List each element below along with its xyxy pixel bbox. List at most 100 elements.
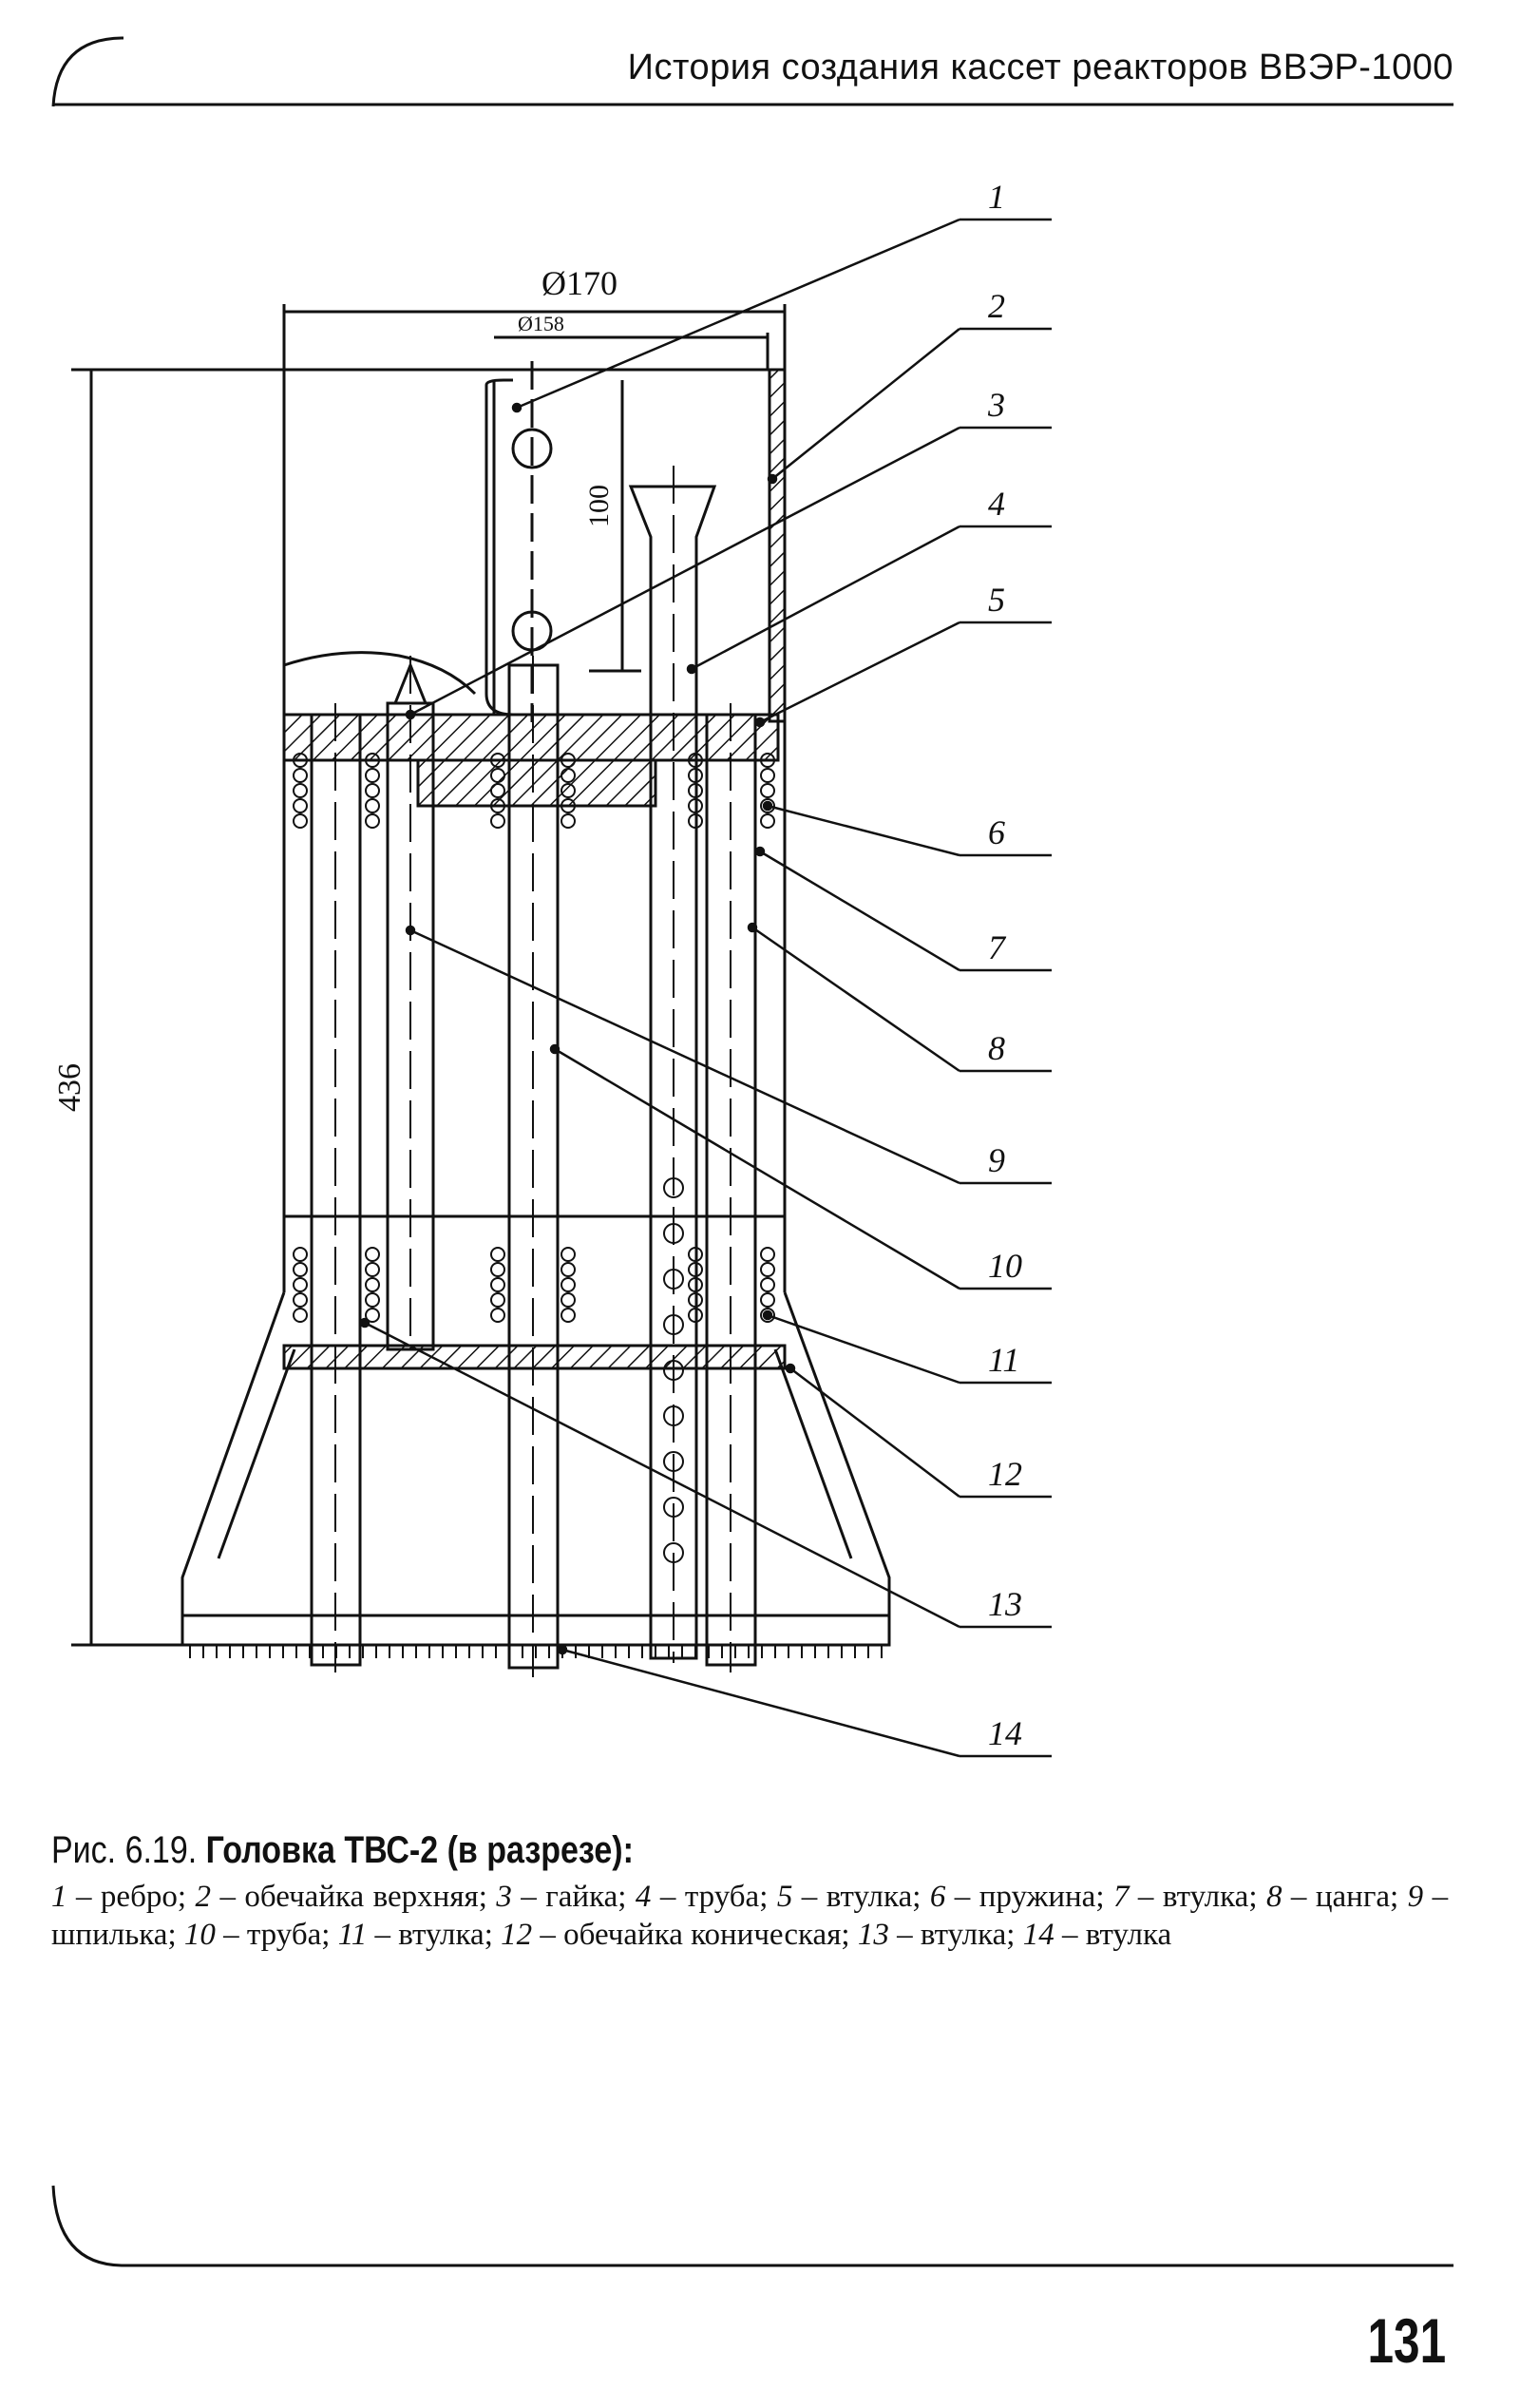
callout-label: 9 bbox=[988, 1141, 1005, 1179]
legend-number: 13 bbox=[857, 1918, 889, 1952]
callout-label: 5 bbox=[988, 581, 1005, 619]
spring-coil bbox=[688, 1247, 703, 1262]
callout-leader bbox=[554, 1047, 960, 1290]
legend-text: обечайка коническая bbox=[563, 1918, 842, 1952]
spring-coil bbox=[688, 1277, 703, 1292]
legend-text: труба bbox=[246, 1918, 322, 1952]
callout-leader bbox=[751, 926, 960, 1073]
legend-number: 4 bbox=[635, 1880, 652, 1914]
callout-leader bbox=[759, 850, 960, 972]
callout-label: 6 bbox=[988, 813, 1005, 851]
legend-text: втулка bbox=[826, 1880, 913, 1914]
spring-coil bbox=[560, 753, 576, 768]
spring-coil bbox=[688, 813, 703, 829]
caption-legend: 1 – ребро; 2 – обечайка верхняя; 3 – гай… bbox=[51, 1880, 1449, 1952]
spring-coil bbox=[490, 798, 505, 813]
spring-coil bbox=[293, 1247, 308, 1262]
callout-leader bbox=[561, 1648, 960, 1758]
callout-dot bbox=[754, 717, 766, 728]
tube-hole bbox=[663, 1542, 684, 1563]
figure-label: Рис. 6.19. bbox=[51, 1829, 198, 1871]
spring-coil bbox=[688, 1308, 703, 1323]
legend-number: 8 bbox=[1265, 1880, 1282, 1914]
callout-label: 7 bbox=[988, 928, 1007, 966]
callout-dot bbox=[511, 402, 522, 413]
footer-rule bbox=[51, 2185, 1454, 2267]
callout-label: 4 bbox=[988, 485, 1005, 523]
spring-coil bbox=[490, 1247, 505, 1262]
legend-number: 7 bbox=[1112, 1880, 1130, 1914]
spring-coil bbox=[490, 753, 505, 768]
legend-number: 14 bbox=[1022, 1918, 1054, 1952]
callout-leader bbox=[409, 426, 960, 717]
callout-label: 10 bbox=[988, 1247, 1022, 1285]
spring-coil bbox=[688, 798, 703, 813]
spring-coil bbox=[293, 813, 308, 829]
tube-hole bbox=[663, 1177, 684, 1198]
spring-coil bbox=[293, 783, 308, 798]
callout-label: 3 bbox=[987, 386, 1005, 424]
spring-coil bbox=[760, 798, 775, 813]
dim-total-height: 436 bbox=[52, 1063, 87, 1112]
spring-coil bbox=[560, 783, 576, 798]
legend-text: шпилька bbox=[51, 1918, 168, 1952]
spring-coil bbox=[688, 783, 703, 798]
dim-outer-diameter: Ø170 bbox=[542, 264, 618, 302]
running-title: История создания кассет реакторов ВВЭР-1… bbox=[627, 48, 1454, 87]
callout-leader bbox=[759, 621, 960, 724]
legend-text: втулка bbox=[1162, 1880, 1249, 1914]
tube-hole bbox=[663, 1223, 684, 1244]
spring-coil bbox=[490, 1277, 505, 1292]
callout-dot bbox=[747, 922, 758, 933]
callout-dot bbox=[762, 1309, 773, 1321]
legend-number: 10 bbox=[183, 1918, 216, 1952]
callout-leader bbox=[364, 1321, 960, 1629]
spring-coil bbox=[293, 1308, 308, 1323]
tube-hole bbox=[663, 1314, 684, 1335]
legend-number: 2 bbox=[195, 1880, 211, 1914]
spring-coil bbox=[490, 1292, 505, 1308]
spring-coil bbox=[365, 1292, 380, 1308]
legend-text: втулка bbox=[1085, 1918, 1172, 1952]
dim-inner-diameter: Ø158 bbox=[518, 312, 564, 335]
spring-coil bbox=[760, 1262, 775, 1277]
callout-leader bbox=[789, 1367, 960, 1498]
spring-coil bbox=[760, 753, 775, 768]
legend-text: труба bbox=[684, 1880, 760, 1914]
legend-text: цанга bbox=[1315, 1880, 1391, 1914]
callout-dot bbox=[549, 1043, 560, 1055]
spring-coil bbox=[560, 1277, 576, 1292]
legend-number: 11 bbox=[337, 1918, 368, 1952]
page-number: 131 bbox=[1367, 2305, 1446, 2376]
spring-coil bbox=[365, 768, 380, 783]
legend-text: пружина bbox=[978, 1880, 1096, 1914]
spring-coil bbox=[760, 1308, 775, 1323]
spring-coil bbox=[760, 783, 775, 798]
tube-hole bbox=[663, 1405, 684, 1426]
spring-coil bbox=[365, 783, 380, 798]
callout-dot bbox=[359, 1317, 370, 1328]
spring-coil bbox=[560, 1292, 576, 1308]
spring-coil bbox=[293, 1277, 308, 1292]
callout-leader bbox=[767, 804, 960, 857]
spring-coil bbox=[490, 813, 505, 829]
spring-coil bbox=[688, 1292, 703, 1308]
legend-text: втулка bbox=[920, 1918, 1007, 1952]
header-rule bbox=[51, 36, 124, 107]
legend-number: 6 bbox=[929, 1880, 946, 1914]
spring-coil bbox=[560, 1308, 576, 1323]
spring-coil bbox=[365, 753, 380, 768]
spring-coil bbox=[490, 783, 505, 798]
spring-coil bbox=[490, 768, 505, 783]
spring-coil bbox=[365, 798, 380, 813]
callout-dot bbox=[405, 925, 416, 936]
spring-coil bbox=[293, 1262, 308, 1277]
callout-dot bbox=[557, 1644, 568, 1655]
spring-coil bbox=[365, 1247, 380, 1262]
callout-dot bbox=[405, 709, 416, 720]
callout-label: 13 bbox=[988, 1585, 1022, 1623]
legend-text: ребро bbox=[100, 1880, 178, 1914]
tube-hole bbox=[663, 1497, 684, 1518]
spring-coil bbox=[760, 768, 775, 783]
